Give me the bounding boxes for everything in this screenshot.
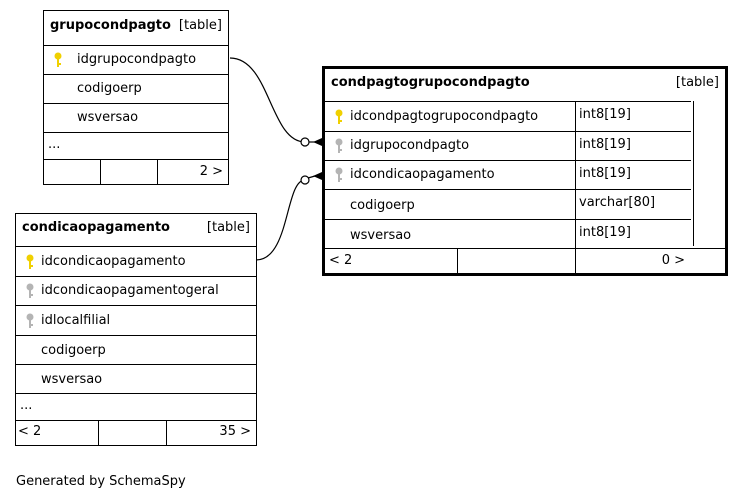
column-row[interactable]: codigoerp varchar[80] [325,189,691,219]
column-row[interactable]: codigoerp [44,74,228,103]
foreign-key-icon [335,167,343,182]
table-grupocondpagto[interactable]: grupocondpagto [table] idgrupocondpagto … [43,10,229,185]
column-name: idcondpagtogrupocondpagto [350,109,539,124]
column-row[interactable]: wsversao int8[19] [325,219,691,248]
edge-condicaopagamento-end-circle [300,175,310,185]
column-name: codigoerp [77,81,142,96]
column-type: int8[19] [579,137,631,152]
foreign-key-icon [26,313,34,328]
column-name: idgrupocondpagto [350,138,470,153]
footer-divider [166,421,167,445]
column-name: codigoerp [41,343,106,358]
table-type-label: [table] [675,75,719,90]
column-name: wsversao [350,228,412,243]
edge-grupocondpagto-end-circle [300,137,310,147]
footer-left-count: < 2 [18,424,42,439]
footer-divider [98,421,99,445]
table-type-label: [table] [178,18,222,33]
footer-left-count: < 2 [329,253,353,268]
column-row[interactable]: idcondpagtogrupocondpagto int8[19] [325,101,691,131]
column-row[interactable]: wsversao [44,103,228,132]
table-footer: < 2 0 > [325,248,725,273]
footer-right-count: 2 > [199,164,223,179]
table-name: condicaopagamento [22,220,170,235]
ellipsis-row: ... [16,393,256,420]
column-row[interactable]: idcondicaopagamento [16,246,256,276]
table-name: grupocondpagto [50,18,171,33]
column-row[interactable]: idgrupocondpagto [44,45,228,74]
footer-divider [457,249,458,273]
footer-right-count: 35 > [219,424,251,439]
column-name: idcondicaopagamento [350,167,495,182]
table-name: condpagtogrupocondpagto [331,75,530,90]
edge-grupocondpagto [229,57,306,143]
footer-divider [100,160,101,184]
generated-by-text: Generated by SchemaSpy [16,474,186,489]
footer-right-count: 0 > [661,253,685,268]
table-header: grupocondpagto [table] [44,11,228,45]
column-row[interactable]: idcondicaopagamento int8[19] [325,160,691,189]
column-row[interactable]: wsversao [16,364,256,393]
column-row[interactable]: idcondicaopagamentogeral [16,276,256,305]
column-type: int8[19] [579,225,631,240]
primary-key-icon [54,52,62,67]
column-type: varchar[80] [579,195,656,210]
primary-key-icon [335,109,343,124]
column-row[interactable]: idlocalfilial [16,305,256,335]
column-name: idcondicaopagamentogeral [41,283,219,298]
ellipsis-row: ... [44,132,228,159]
table-condpagtogrupocondpagto[interactable]: condpagtogrupocondpagto [table] idcondpa… [322,66,728,276]
type-column-divider [575,101,576,273]
table-footer: 2 > [44,159,228,184]
column-type: int8[19] [579,166,631,181]
edge-condicaopagamento [255,179,306,261]
column-name: idcondicaopagamento [41,254,186,269]
ellipsis-text: ... [20,398,33,413]
table-header: condicaopagamento [table] [16,214,256,246]
column-row[interactable]: idgrupocondpagto int8[19] [325,131,691,160]
column-name: idlocalfilial [41,313,111,328]
foreign-key-icon [335,138,343,153]
table-type-label: [table] [206,220,250,235]
table-condicaopagamento[interactable]: condicaopagamento [table] idcondicaopaga… [15,213,257,446]
ellipsis-text: ... [48,137,61,152]
column-name: idgrupocondpagto [77,52,197,67]
column-name: wsversao [77,110,139,125]
column-name: wsversao [41,372,103,387]
table-header: condpagtogrupocondpagto [table] [325,69,725,101]
edge-condicaopagamento-arrow [313,172,322,180]
primary-key-icon [26,254,34,269]
footer-divider [157,160,158,184]
column-row[interactable]: codigoerp [16,335,256,364]
column-type: int8[19] [579,107,631,122]
table-footer: < 2 35 > [16,420,256,445]
right-column-divider [693,101,694,246]
foreign-key-icon [26,283,34,298]
column-name: codigoerp [350,198,415,213]
